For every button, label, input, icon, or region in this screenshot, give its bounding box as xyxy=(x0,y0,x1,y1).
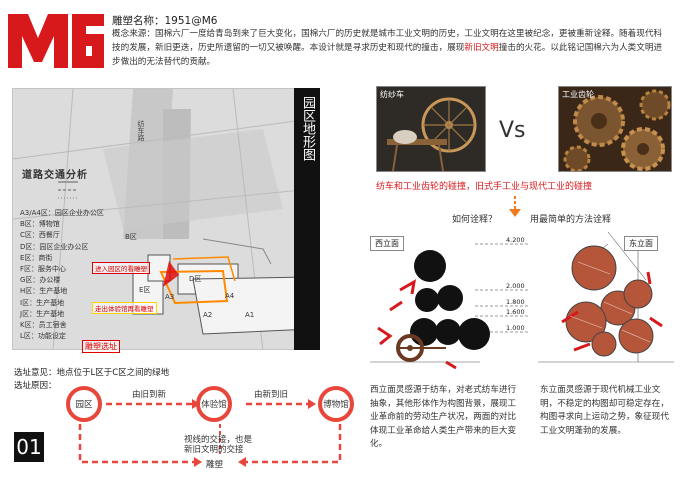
gears-photo xyxy=(558,86,672,172)
flow-edge-new-to-old: 由新到旧 xyxy=(254,390,289,400)
map-drawing: D区 A2 A1 E区 B区 A3 A4 xyxy=(13,89,309,349)
page-number: 01 xyxy=(14,432,44,462)
elev-level: 1.000 xyxy=(506,324,525,332)
flow-node-experience-hall: 体验馆 xyxy=(196,386,232,422)
site-opinion: 选址意见：地点位于L区于C区之间的绿地 xyxy=(14,368,170,378)
legend-item: L区：功能设定 xyxy=(20,332,66,341)
svg-text:D区: D区 xyxy=(189,275,201,283)
flow-middle-line-1: 视线的交接，也是 xyxy=(184,435,253,445)
legend-list: A3/A4区：园区企业办公区 B区：博物馆 C区：西餐厅 D区：园区企业办公区 … xyxy=(20,208,104,342)
legend-line-keys xyxy=(58,181,78,199)
legend-item: K区：员工宿舍 xyxy=(20,321,67,330)
sculpture-title: 雕塑名称：1951@M6 xyxy=(112,15,218,27)
flow-node-museum: 博物馆 xyxy=(318,386,354,422)
svg-text:A1: A1 xyxy=(245,311,254,319)
spinning-wheel-label: 纺纱车 xyxy=(380,90,404,99)
legend-item: B区：博物馆 xyxy=(20,220,60,229)
highlight-text: 新旧文明 xyxy=(464,43,499,53)
site-label: 雕塑选址 xyxy=(82,340,120,353)
site-reason: 选址原因： xyxy=(14,381,57,391)
west-elevation-label: 西立面 xyxy=(370,236,404,251)
west-elevation-drawing: 4.200 2.000 1.800 1.600 1.000 xyxy=(370,236,530,370)
svg-text:A2: A2 xyxy=(203,311,212,319)
elev-level: 2.000 xyxy=(506,282,525,290)
question-how: 如何诠释？ xyxy=(452,215,498,225)
spinning-wheel-image xyxy=(377,87,485,171)
gears-image xyxy=(559,87,671,171)
map-vertical-title: 园区地形图 xyxy=(294,88,320,350)
collision-caption: 纺车和工业齿轮的碰撞，旧式手工业与现代工业的碰撞 xyxy=(376,182,593,192)
gears-label: 工业齿轮 xyxy=(562,90,594,99)
concept-paragraph: 概念来源：国棉六厂一度给青岛到来了巨大变化，国棉六厂的历史就是城市工业文明的历史… xyxy=(112,29,663,67)
down-arrow-icon xyxy=(509,196,521,217)
legend-item: F区：服务中心 xyxy=(20,265,67,274)
legend-item: I区：生产基地 xyxy=(20,298,65,307)
elev-level: 1.600 xyxy=(506,308,525,316)
exit-label: 走出体验馆再看雕塑 xyxy=(92,302,157,314)
entrance-label: 进入园区的看雕塑 xyxy=(92,262,150,274)
flow-sculpture: 雕塑 xyxy=(206,460,224,470)
legend-item: A3/A4区：园区企业办公区 xyxy=(20,209,104,217)
east-elevation-drawing xyxy=(538,232,674,363)
elev-level: 1.800 xyxy=(506,298,525,306)
legend-item: C区：西餐厅 xyxy=(20,231,60,240)
legend-item: J区：生产基地 xyxy=(20,309,65,318)
svg-text:E区: E区 xyxy=(139,286,150,294)
svg-text:A4: A4 xyxy=(225,292,235,300)
elev-level: 4.200 xyxy=(506,236,525,244)
flow-edge-old-to-new: 由旧到新 xyxy=(132,390,167,400)
east-description: 东立面灵感源于现代机械工业文明，不稳定的构图却可稳定存在，构图寻求向上运动之势，… xyxy=(540,385,669,436)
flow-arrows xyxy=(78,399,342,467)
vs-text: Vs xyxy=(499,118,526,143)
question-simplest: 用最简单的方法诠释 xyxy=(530,215,612,225)
svg-text:A3: A3 xyxy=(165,293,174,301)
site-map: D区 A2 A1 E区 B区 A3 A4 xyxy=(12,88,310,350)
road-label: 纺车路 xyxy=(137,120,145,141)
legend-item: H区：生产基地 xyxy=(20,287,68,296)
legend-item: D区：园区企业办公区 xyxy=(20,242,89,251)
west-description: 西立面灵感源于纺车，对老式纺车进行抽象，其他形体作为构图背景，展现工业革命前的劳… xyxy=(370,385,517,449)
flow-middle-line-2: 新旧文明的交接 xyxy=(184,445,244,455)
legend-title: 道路交通分析 xyxy=(22,170,88,181)
spinning-wheel-photo xyxy=(376,86,486,172)
legend-item: G区：办公楼 xyxy=(20,276,61,285)
m6-logo xyxy=(8,14,104,68)
flow-node-park: 园区 xyxy=(66,386,102,422)
legend-item: E区：商街 xyxy=(20,253,53,262)
svg-text:B区: B区 xyxy=(125,233,137,241)
east-elevation-label: 东立面 xyxy=(624,236,658,251)
